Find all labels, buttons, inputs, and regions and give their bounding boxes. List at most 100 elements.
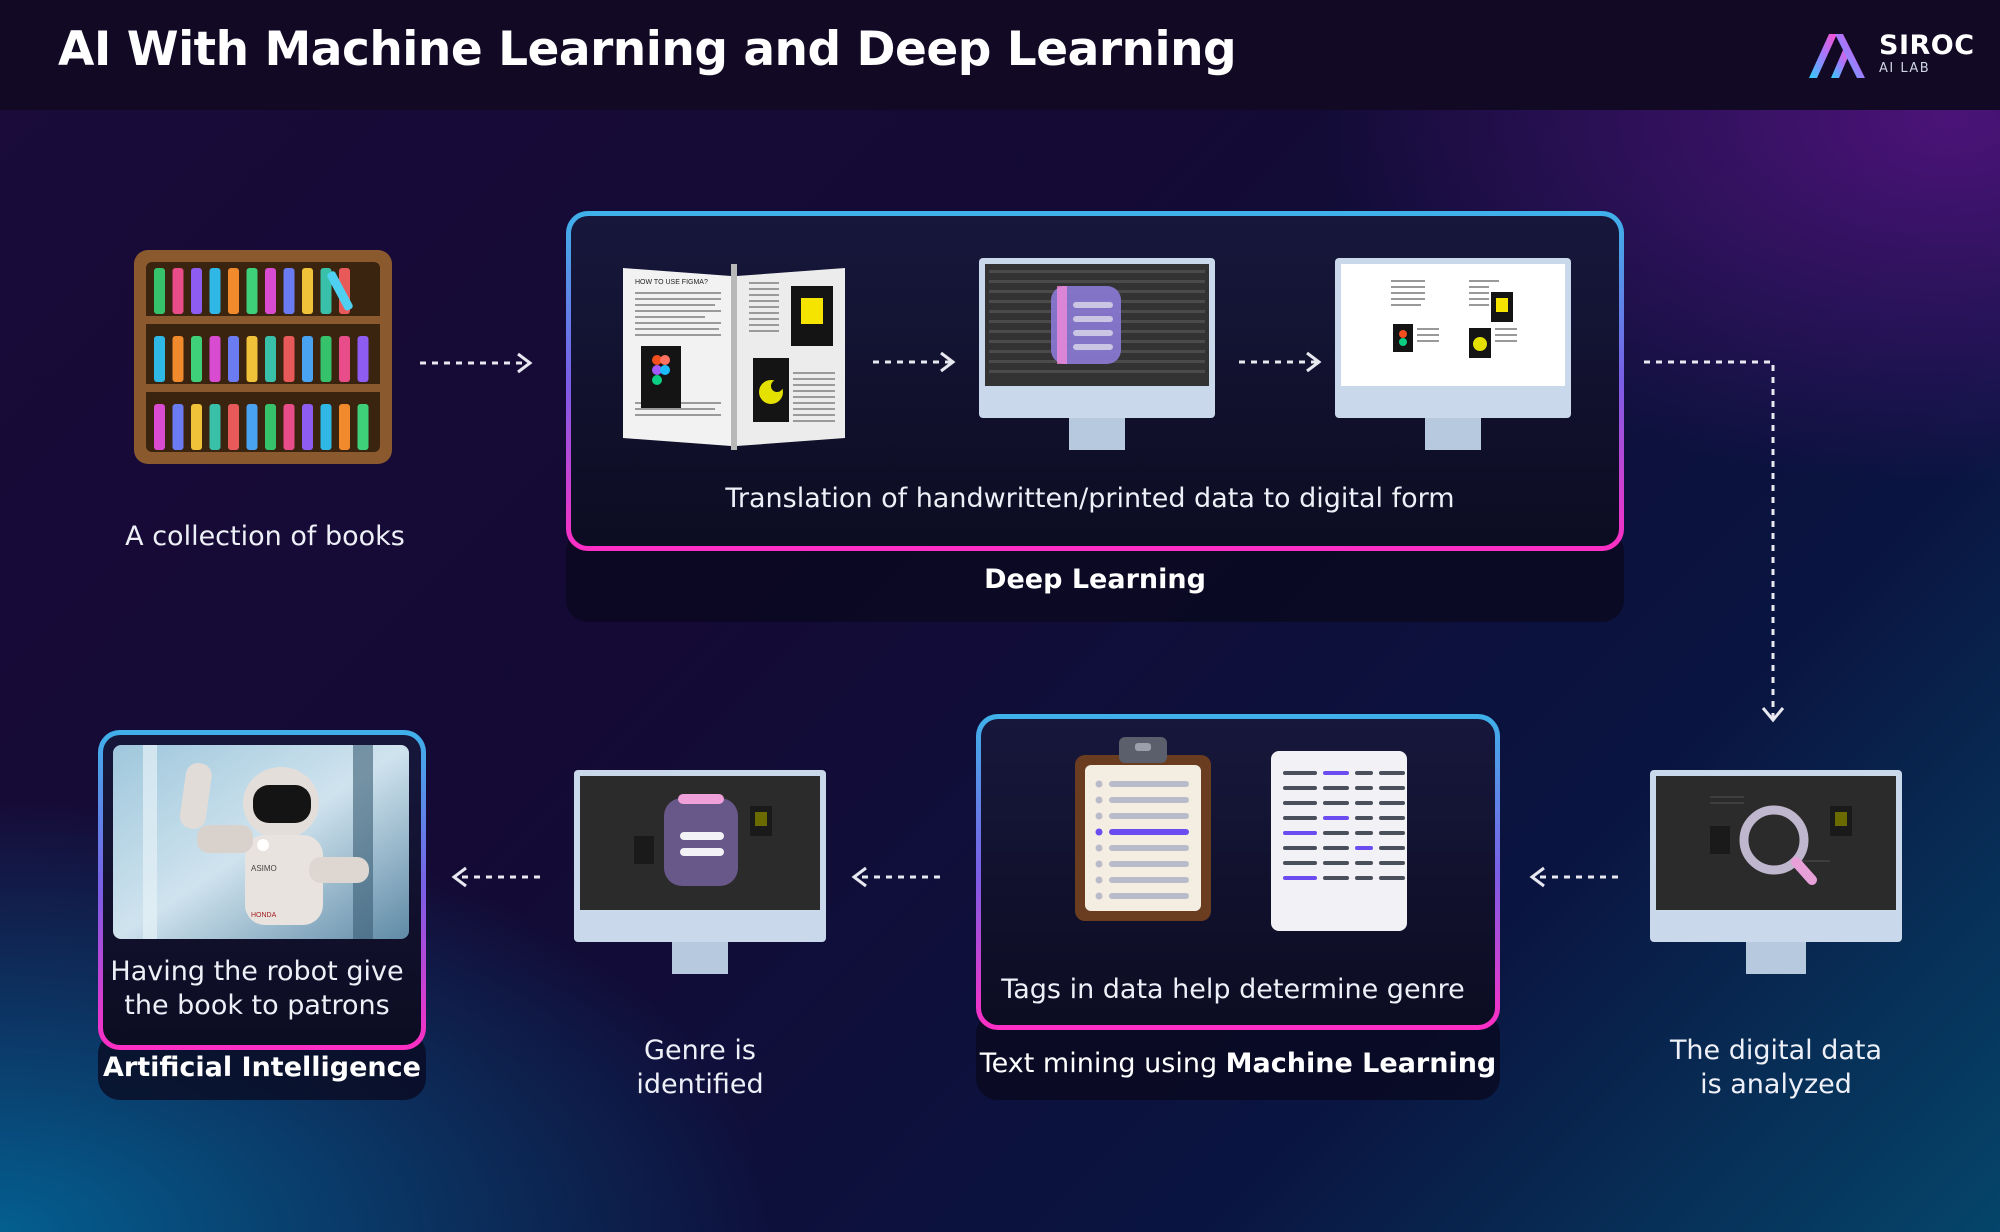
clipboard-line <box>1109 797 1189 803</box>
book-spine <box>191 404 202 450</box>
clipboard-line <box>1109 893 1189 899</box>
document-line <box>1283 786 1317 790</box>
clipboard-bullet <box>1095 860 1103 868</box>
book-spine <box>283 404 295 450</box>
document-line <box>1355 801 1373 805</box>
dotted-arrow-icon <box>1529 866 1622 888</box>
document-line <box>1283 876 1317 880</box>
book-spine <box>320 404 332 450</box>
machine-learning-label-prefix: Text mining using <box>979 1048 1226 1079</box>
machine-learning-label-box: Text mining using Machine Learning <box>976 1012 1500 1100</box>
book-spine <box>172 404 184 450</box>
clipboard-line <box>1109 861 1189 867</box>
book-spine <box>191 268 202 314</box>
document-line <box>1323 816 1349 820</box>
document-line <box>1355 786 1373 790</box>
document-icon <box>1271 751 1407 931</box>
machine-learning-label: Text mining using Machine Learning <box>976 1048 1500 1079</box>
clipboard-line <box>1109 877 1189 883</box>
book-spine <box>154 268 165 314</box>
document-line <box>1283 846 1317 850</box>
book-spine <box>228 336 239 382</box>
book-spine <box>246 268 258 314</box>
open-book-icon: HOW TO USE FIGMA? <box>623 264 845 450</box>
book-spine <box>302 404 313 450</box>
header-bar: AI With Machine Learning and Deep Learni… <box>0 0 2000 110</box>
book-spine <box>302 336 313 382</box>
book-heading: HOW TO USE FIGMA? <box>635 279 708 286</box>
document-line <box>1379 786 1405 790</box>
deep-learning-frame: HOW TO USE FIGMA? <box>566 211 1624 551</box>
genre-caption-line-1: Genre is <box>644 1035 756 1066</box>
document-line <box>1323 831 1349 835</box>
dotted-arrow-icon <box>1239 351 1322 373</box>
machine-learning-caption: Tags in data help determine genre <box>1001 974 1465 1005</box>
page-title: AI With Machine Learning and Deep Learni… <box>58 22 1237 77</box>
book-spine <box>283 336 295 382</box>
siroc-logo-icon <box>1809 34 1865 78</box>
book-spine <box>154 404 165 450</box>
book-spine <box>246 404 258 450</box>
book-spine <box>172 268 184 314</box>
document-line <box>1379 771 1405 775</box>
document-line <box>1323 786 1349 790</box>
document-line <box>1379 846 1405 850</box>
dotted-arrow-icon <box>873 351 956 373</box>
book-spine <box>209 404 221 450</box>
document-line <box>1355 846 1373 850</box>
book-spine <box>209 336 221 382</box>
document-line <box>1355 831 1373 835</box>
document-line <box>1355 876 1373 880</box>
books-caption: A collection of books <box>125 521 405 552</box>
document-line <box>1323 771 1349 775</box>
clipboard-bullet <box>1095 844 1103 852</box>
book-spine <box>209 268 221 314</box>
clipboard-bullet <box>1095 796 1103 804</box>
clipboard-line <box>1109 781 1189 787</box>
analyzed-caption-line-2: is analyzed <box>1700 1069 1852 1100</box>
clipboard-icon <box>1075 737 1211 921</box>
clipboard-line <box>1109 829 1189 835</box>
clipboard-bullet <box>1095 828 1103 836</box>
document-line <box>1323 861 1349 865</box>
book-spine <box>154 336 165 382</box>
robot-photo: ASIMO HONDA <box>113 745 409 939</box>
ai-caption-line-1: Having the robot give <box>110 956 404 987</box>
ai-caption-line-2: the book to patrons <box>124 990 390 1021</box>
document-line <box>1379 801 1405 805</box>
robot-mark-asimo: ASIMO <box>251 864 277 873</box>
clipboard-bullet <box>1095 892 1103 900</box>
siroc-logo: SIROC AI LAB <box>1805 28 1985 84</box>
dotted-arrow-icon <box>851 866 944 888</box>
clipboard-bullet <box>1095 812 1103 820</box>
book-spine <box>265 336 276 382</box>
ai-label: Artificial Intelligence <box>103 1052 421 1083</box>
machine-learning-label-strong: Machine Learning <box>1225 1048 1497 1079</box>
clipboard-bullet <box>1095 876 1103 884</box>
book-spine <box>327 271 353 311</box>
book-spine <box>228 404 239 450</box>
clipboard-line <box>1109 845 1189 851</box>
genre-caption-line-2: identified <box>636 1069 764 1100</box>
monitor-icon <box>1335 258 1571 450</box>
book-spine <box>265 404 276 450</box>
document-line <box>1323 846 1349 850</box>
book-spine <box>265 268 276 314</box>
book-spine <box>320 336 332 382</box>
dotted-arrow-icon <box>451 866 544 888</box>
book-spine <box>320 268 332 314</box>
document-line <box>1283 771 1317 775</box>
analyzed-caption-line-1: The digital data <box>1669 1035 1883 1066</box>
monitor-icon <box>1650 770 1902 974</box>
document-line <box>1283 861 1317 865</box>
robot-mark-honda: HONDA <box>251 912 277 919</box>
book-spine <box>191 336 202 382</box>
logo-name: SIROC <box>1879 30 1975 61</box>
document-line <box>1355 816 1373 820</box>
document-line <box>1379 876 1405 880</box>
document-line <box>1379 831 1405 835</box>
deep-learning-caption: Translation of handwritten/printed data … <box>725 483 1455 514</box>
book-spine <box>228 268 239 314</box>
book-spine <box>283 268 295 314</box>
